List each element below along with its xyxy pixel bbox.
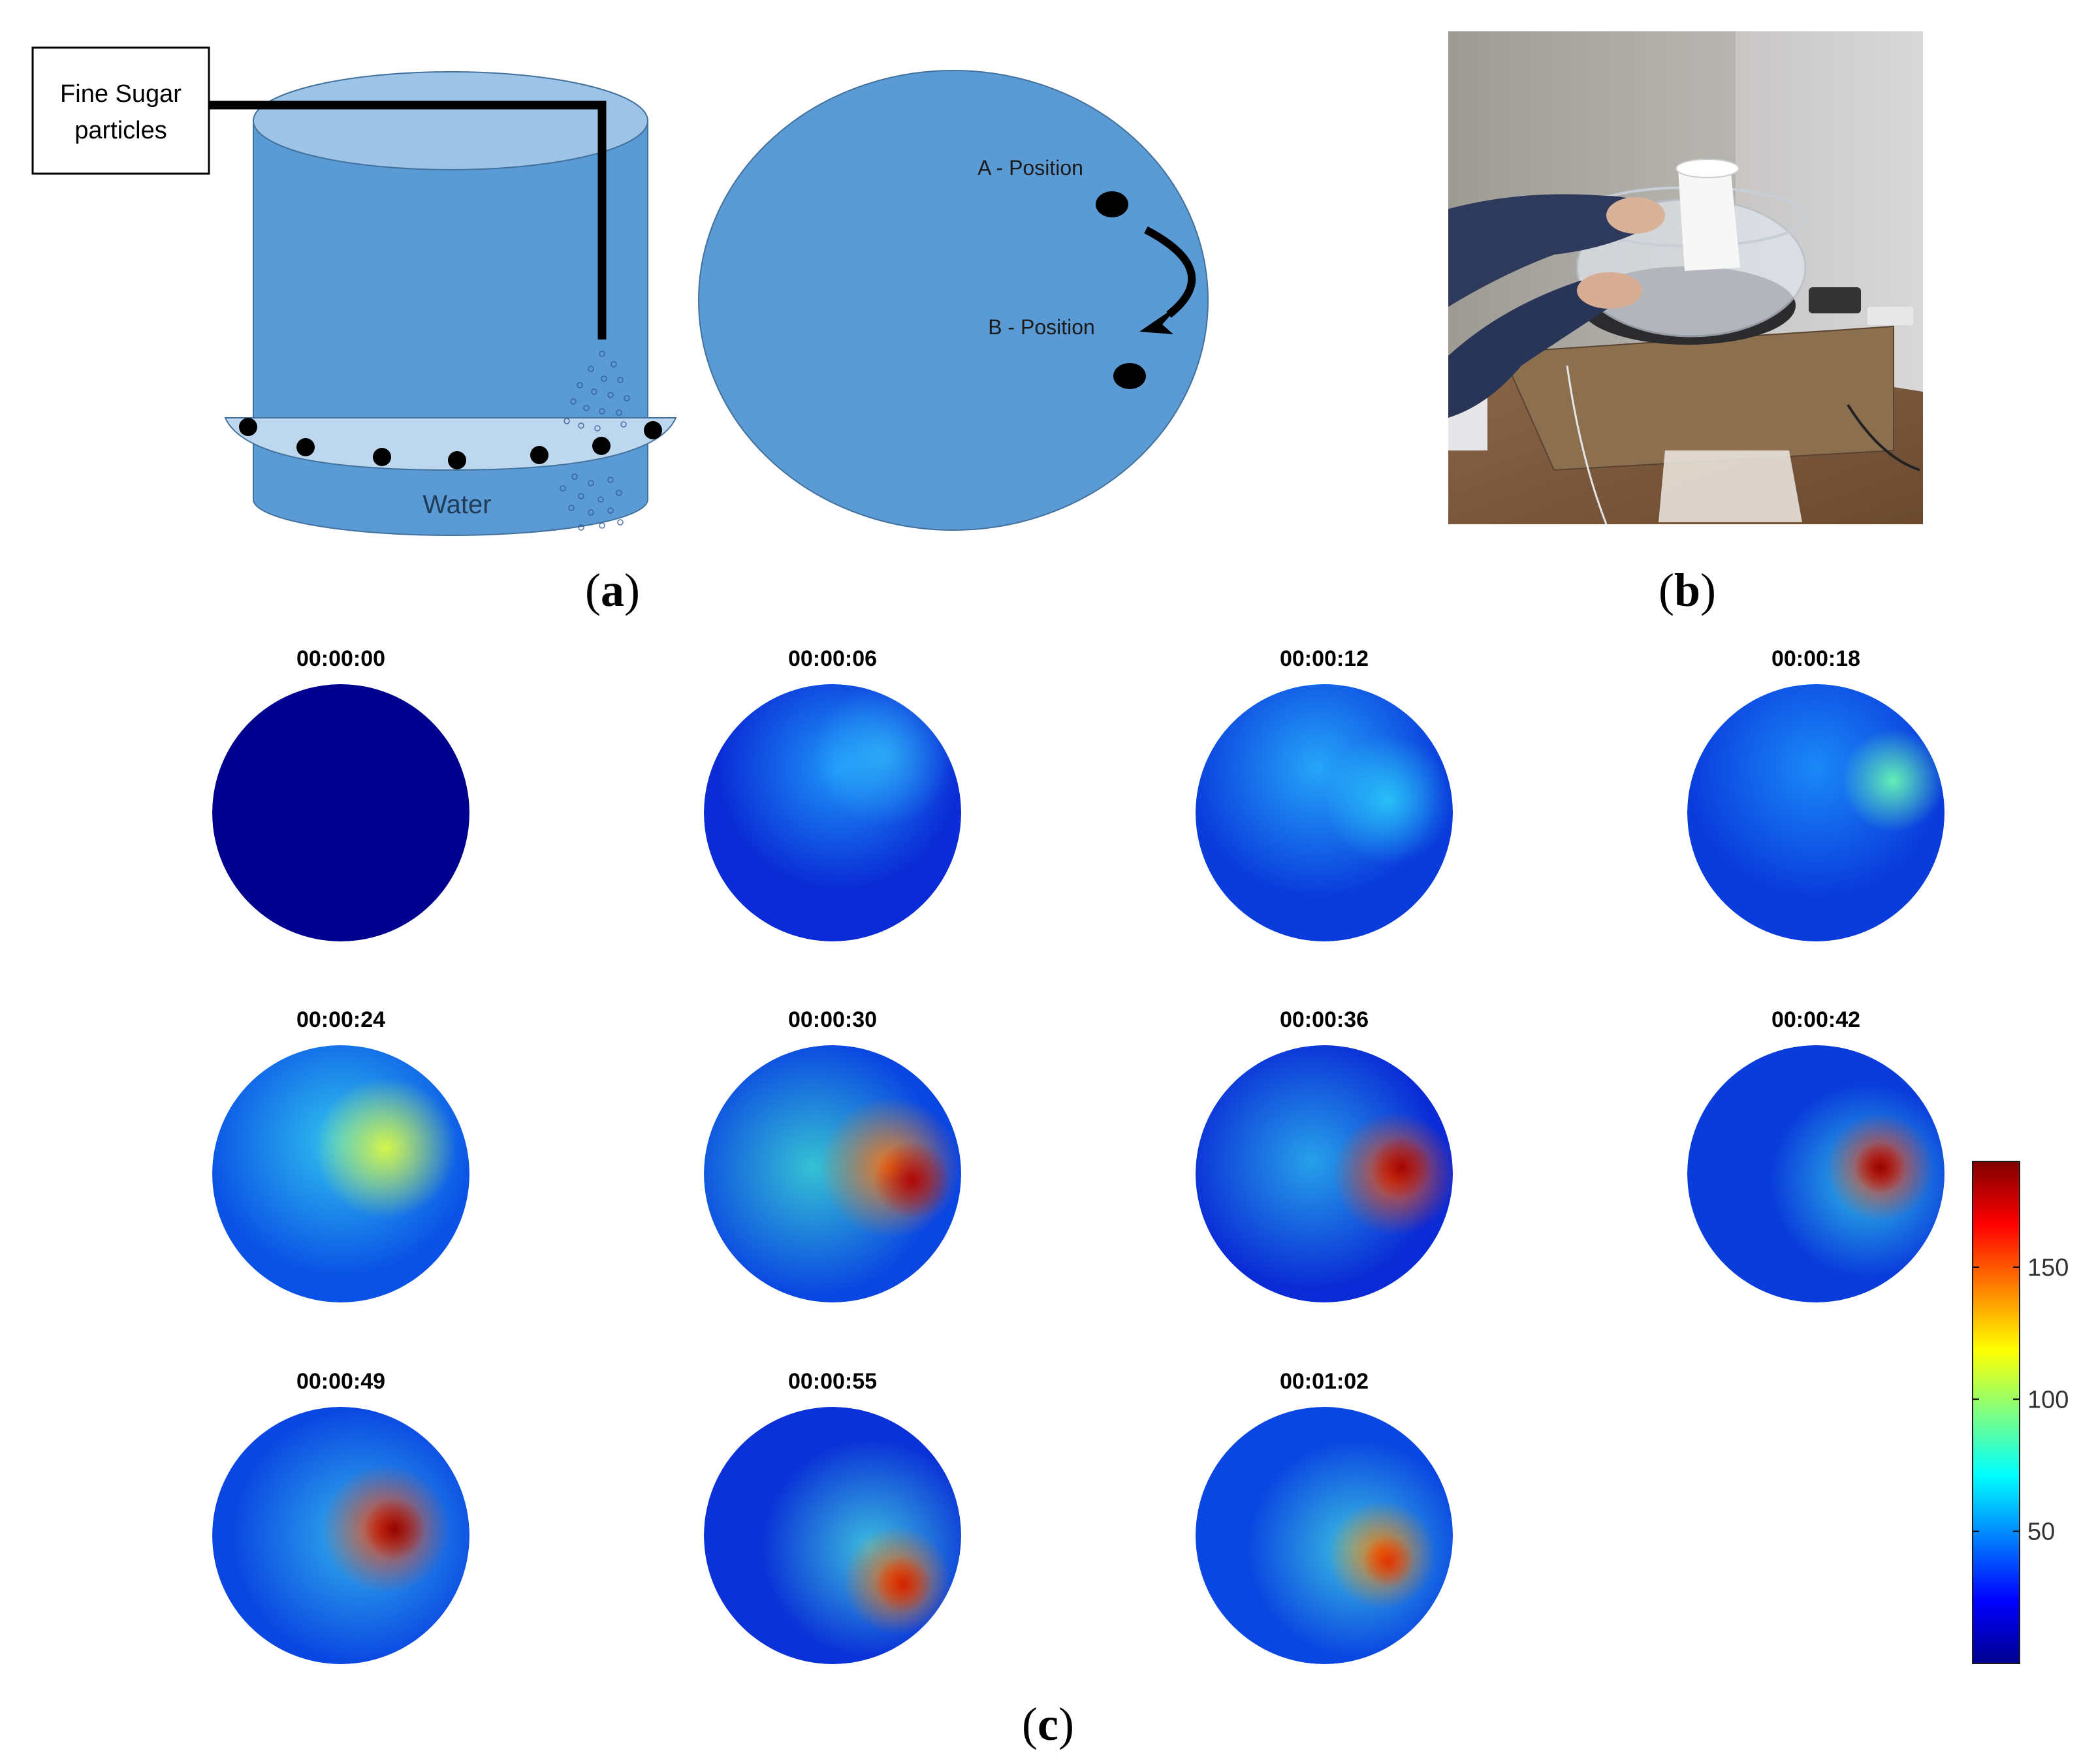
tank-top-view: A - Position B - Position (698, 70, 1209, 531)
experiment-photo (1448, 31, 1923, 524)
electrode-ring (224, 417, 677, 471)
frame-timestamp: 00:00:42 (1771, 1007, 1860, 1032)
electrode (239, 418, 257, 436)
frame-timestamp: 00:00:00 (296, 646, 385, 671)
svg-text:(a): (a) (585, 564, 640, 616)
reconstruction-frame: 00:00:30 (704, 1007, 961, 1302)
frame-timestamp: 00:01:02 (1280, 1369, 1369, 1394)
frame-timestamp: 00:00:12 (1280, 646, 1369, 671)
position-b-marker (1113, 363, 1146, 389)
frame-timestamp: 00:00:36 (1280, 1007, 1369, 1032)
sugar-box: Fine Sugar particles (31, 46, 210, 175)
colorbar-gradient (1972, 1161, 2020, 1664)
water-tank (224, 71, 677, 536)
reconstruction-frame: 00:00:18 (1687, 646, 1945, 941)
reconstruction-frames: 00:00:00 00:00:06 00:00:12 00:00:18 00:00:24… (212, 646, 1945, 1664)
frame-heatmap (1196, 1407, 1453, 1664)
position-a-marker (1096, 191, 1128, 217)
sugar-box-label-line1: Fine Sugar (60, 80, 182, 108)
frame-heatmap (212, 1407, 469, 1664)
electrode (644, 421, 662, 439)
move-arrow (1139, 226, 1196, 334)
colorbar-tick-label: 50 (2027, 1519, 2055, 1546)
frame-timestamp: 00:00:30 (788, 1007, 877, 1032)
frame-heatmap (1687, 684, 1945, 941)
colorbar: 50 100 150 (1972, 1161, 2069, 1664)
feed-pipe (209, 101, 607, 339)
reconstruction-frame: 00:00:55 (704, 1369, 961, 1664)
panel-c-tomography: 00:00:00 00:00:06 00:00:12 00:00:18 00:00:24… (212, 646, 2069, 1750)
electrode (448, 451, 466, 469)
caption-b: (b) (1659, 564, 1716, 616)
colorbar-tick-label: 100 (2027, 1386, 2069, 1413)
frame-heatmap (1196, 1045, 1453, 1302)
electrode (592, 437, 611, 455)
reconstruction-frame: 00:00:24 (212, 1007, 469, 1302)
water-label: Water (422, 490, 491, 519)
sugar-particles (560, 351, 630, 531)
sugar-box-label-line2: particles (74, 117, 167, 144)
reconstruction-frame: 00:00:06 (704, 646, 961, 941)
frame-timestamp: 00:00:49 (296, 1369, 385, 1394)
frame-heatmap (212, 684, 469, 941)
svg-text:(c): (c) (1022, 1698, 1074, 1750)
reconstruction-frame: 00:00:00 (212, 646, 469, 941)
electrode (373, 448, 391, 466)
frame-heatmap (704, 1407, 961, 1664)
frame-heatmap (704, 684, 961, 941)
position-b-label: B - Position (988, 315, 1095, 339)
reconstruction-frame: 00:00:12 (1196, 646, 1453, 941)
electrodes (239, 418, 662, 469)
electrode (296, 438, 315, 456)
position-a-label: A - Position (977, 156, 1083, 180)
reconstruction-frame: 00:00:42 (1687, 1007, 1945, 1302)
colorbar-tick-label: 150 (2027, 1254, 2069, 1282)
reconstruction-frame: 00:00:36 (1196, 1007, 1453, 1302)
frame-timestamp: 00:00:06 (788, 646, 877, 671)
frame-heatmap (704, 1045, 961, 1302)
panel-a-schematic: Fine Sugar particles Water A - Position … (31, 46, 1209, 616)
frame-timestamp: 00:00:55 (788, 1369, 877, 1394)
caption-a: (a) (585, 564, 640, 616)
reconstruction-frame: 00:00:49 (212, 1369, 469, 1664)
electrode (530, 446, 548, 464)
caption-c: (c) (1022, 1698, 1074, 1750)
svg-text:(b): (b) (1659, 564, 1716, 616)
frame-heatmap (1196, 684, 1453, 941)
panel-b-photo: (b) (1448, 31, 1923, 616)
reconstruction-frame: 00:01:02 (1196, 1369, 1453, 1664)
frame-timestamp: 00:00:24 (296, 1007, 385, 1032)
frame-timestamp: 00:00:18 (1771, 646, 1860, 671)
colorbar-ticks: 50 100 150 (1973, 1254, 2069, 1546)
frame-heatmap (212, 1045, 469, 1302)
frame-heatmap (1687, 1045, 1945, 1302)
